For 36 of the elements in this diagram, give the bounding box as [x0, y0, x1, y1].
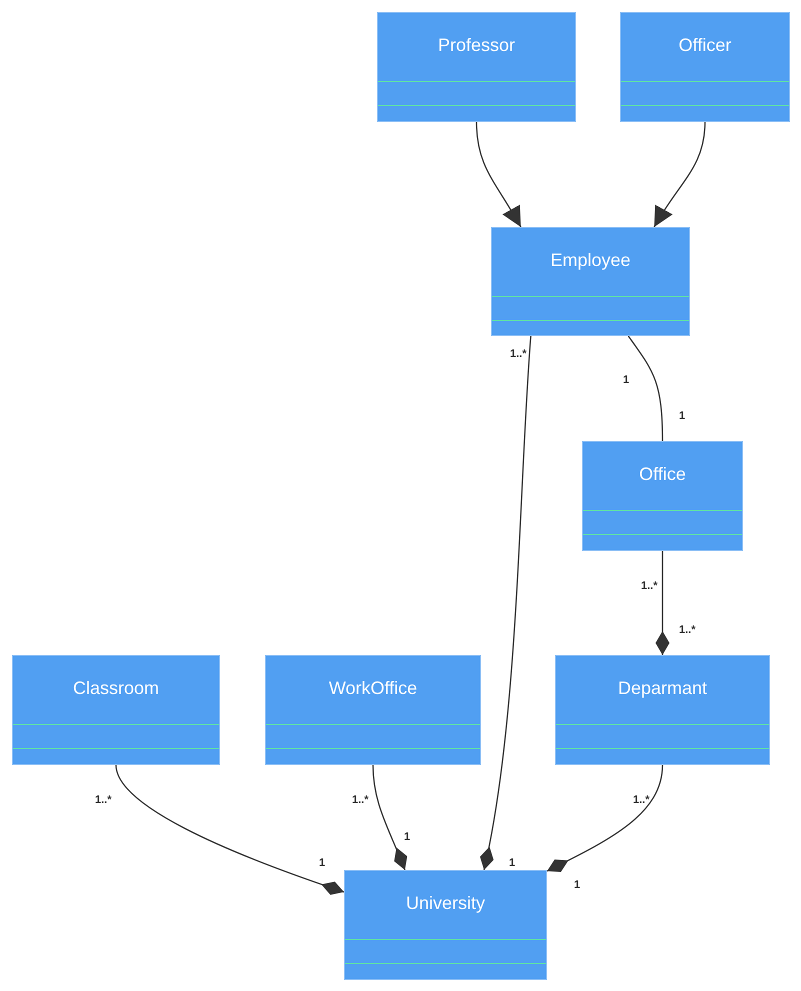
- association-line: [628, 336, 664, 441]
- class-box: [620, 12, 790, 122]
- composition-line: [546, 764, 664, 872]
- arrow: [654, 122, 706, 228]
- multiplicity-label: 1..*: [510, 348, 527, 360]
- composition-line: [372, 764, 408, 870]
- class-box: [491, 227, 690, 336]
- class-box: [377, 12, 576, 122]
- class-name: WorkOffice: [328, 678, 418, 699]
- multiplicity-label: 1..*: [679, 624, 696, 636]
- multiplicity-label: 1: [574, 879, 580, 891]
- class-name: Classroom: [72, 678, 160, 699]
- multiplicity-label: 1: [509, 857, 516, 869]
- composition-line: [656, 551, 670, 655]
- class-box: [344, 870, 547, 980]
- class-name: Office: [638, 464, 687, 485]
- class-name: University: [404, 893, 486, 914]
- class-box: [555, 655, 770, 765]
- class-box: [582, 441, 743, 551]
- class-name: Officer: [678, 35, 732, 56]
- class-name: Employee: [549, 250, 632, 271]
- class-name: Deparmant: [616, 678, 708, 699]
- class-box: [12, 655, 220, 765]
- arrow: [476, 122, 522, 228]
- multiplicity-label: 1..*: [633, 794, 650, 806]
- multiplicity-label: 1: [623, 374, 630, 386]
- class-name: Professor: [436, 35, 516, 56]
- multiplicity-label: 1..*: [352, 794, 369, 806]
- multiplicity-label: 1: [319, 857, 326, 869]
- multiplicity-label: 1..*: [641, 580, 658, 592]
- class-box: [265, 655, 481, 765]
- multiplicity-label: 1: [679, 410, 686, 422]
- composition-line: [480, 336, 532, 870]
- multiplicity-label: 1..*: [95, 794, 112, 806]
- multiplicity-label: 1: [404, 831, 410, 843]
- composition-line: [115, 764, 344, 895]
